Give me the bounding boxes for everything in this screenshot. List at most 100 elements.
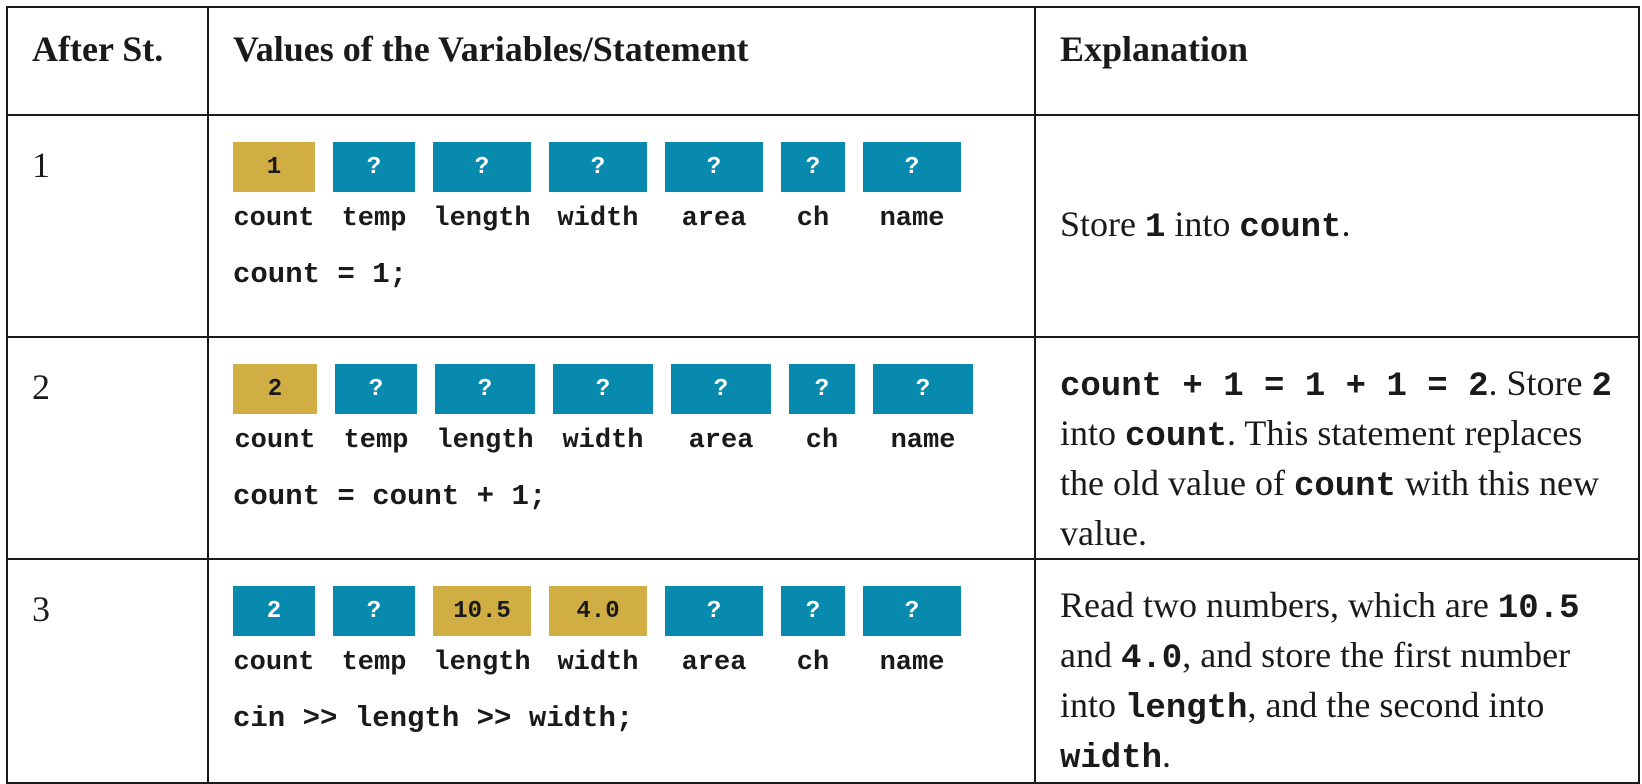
explanation-fragment: . — [1341, 204, 1351, 244]
header-explanation: Explanation — [1034, 6, 1640, 116]
header-after-step-label: After St. — [32, 29, 164, 69]
variable-value-box: ? — [553, 364, 653, 414]
explanation-content: Read two numbers, which are 10.5 and 4.0… — [1060, 582, 1618, 782]
explanation-fragment: . — [1162, 735, 1172, 775]
variable-name-label: name — [890, 426, 956, 456]
variable-value-box: 1 — [233, 142, 315, 192]
explanation-fragment: and — [1060, 635, 1121, 675]
explanation-fragment: . Store — [1488, 363, 1592, 403]
variable-name-label: ch — [796, 204, 830, 234]
explanation-fragment: , and the second into — [1247, 685, 1545, 725]
variable-length: ?length — [435, 364, 535, 456]
step-cell: 3 — [6, 558, 209, 784]
variable-name-label: length — [433, 204, 531, 234]
variable-value-box: ? — [433, 142, 531, 192]
variable-value-box: ? — [435, 364, 535, 414]
variable-name-label: name — [879, 648, 945, 678]
explanation-text: count + 1 = 1 + 1 = 2. Store 2 into coun… — [1036, 338, 1638, 556]
code-term: count — [1239, 209, 1342, 247]
step-number: 1 — [32, 145, 50, 185]
variable-value-box: ? — [335, 364, 417, 414]
step-number: 2 — [32, 367, 50, 407]
variable-name-label: temp — [341, 648, 407, 678]
code-term: 2 — [1591, 368, 1612, 406]
explanation-content: Store 1 into count. — [1060, 201, 1350, 251]
variable-trace-table: After St. Values of the Variables/Statem… — [6, 6, 1640, 784]
explanation-fragment: Read two numbers, which are — [1060, 585, 1498, 625]
explanation-fragment: into — [1060, 413, 1126, 453]
explanation-fragment: . This statement replaces the old value … — [1060, 413, 1583, 503]
variable-value-box: 10.5 — [433, 586, 531, 636]
variable-temp: ? temp — [333, 142, 415, 234]
variable-area: ? area — [671, 364, 771, 456]
code-term: count + 1 = 1 + 1 = 2 — [1060, 368, 1489, 406]
variable-name-label: name — [879, 204, 945, 234]
variable-name: ? name — [873, 364, 973, 456]
header-row: After St. Values of the Variables/Statem… — [6, 6, 1640, 116]
variable-ch: ?ch — [781, 586, 845, 678]
variable-name-label: area — [688, 426, 754, 456]
variable-name-label: count — [234, 426, 316, 456]
step-cell: 1 — [6, 114, 209, 338]
variable-value-box: ? — [789, 364, 855, 414]
variable-value-box: ? — [333, 142, 415, 192]
variable-temp: ? temp — [335, 364, 417, 456]
variable-value-box: ? — [665, 142, 763, 192]
header-explanation-label: Explanation — [1060, 29, 1249, 69]
step-number: 3 — [32, 589, 50, 629]
variable-name-label: temp — [341, 204, 407, 234]
variable-value-box: 4.0 — [549, 586, 647, 636]
variable-name: ? name — [863, 586, 961, 678]
variable-length: 10.5 length — [433, 586, 531, 678]
variable-name-label: length — [433, 648, 531, 678]
explanation-text: Read two numbers, which are 10.5 and 4.0… — [1036, 560, 1638, 782]
code-term: 4.0 — [1120, 640, 1183, 678]
statement: count = 1; — [233, 258, 408, 291]
explanation-text: Store 1 into count. — [1036, 116, 1638, 336]
variable-value-box: ? — [863, 142, 961, 192]
variable-value-box: ? — [549, 142, 647, 192]
variable-value-box: ? — [873, 364, 973, 414]
explanation-cell: Store 1 into count. — [1034, 114, 1640, 338]
explanation-cell: Read two numbers, which are 10.5 and 4.0… — [1034, 558, 1640, 784]
code-term: 1 — [1145, 209, 1166, 247]
variable-value-box: ? — [863, 586, 961, 636]
variable-temp: ? temp — [333, 586, 415, 678]
variable-width: 4.0 width — [549, 586, 647, 678]
variable-name-label: count — [233, 204, 315, 234]
code-term: count — [1125, 418, 1228, 456]
variable-name-label: ch — [805, 426, 839, 456]
explanation-fragment: into — [1165, 204, 1240, 244]
variable-ch: ? ch — [789, 364, 855, 456]
variable-value-box: ? — [333, 586, 415, 636]
variable-name-label: count — [233, 648, 315, 678]
header-values-label: Values of the Variables/Statement — [233, 29, 749, 69]
variable-count: 2 count — [233, 586, 315, 678]
explanation-cell: count + 1 = 1 + 1 = 2. Store 2 into coun… — [1034, 336, 1640, 560]
variable-boxes: 2 count? temp 10.5 length 4.0 width? area ?ch? na… — [233, 586, 1034, 678]
statement: cin >> length >> width; — [233, 702, 634, 735]
variable-value-box: ? — [665, 586, 763, 636]
variable-value-box: ? — [781, 142, 845, 192]
variable-name-label: width — [557, 204, 639, 234]
variable-width: ?width — [553, 364, 653, 456]
code-term: length — [1125, 690, 1248, 728]
variable-name-label: area — [681, 648, 747, 678]
variable-value-box: ? — [781, 586, 845, 636]
table-row: 3 2 count? temp 10.5 length 4.0 width? area ?ch?… — [6, 558, 1640, 784]
code-term: 10.5 — [1497, 590, 1580, 628]
explanation-fragment: with this new value. — [1060, 463, 1599, 553]
variable-width: ? width — [549, 142, 647, 234]
header-after-step: After St. — [6, 6, 209, 116]
variable-value-box: ? — [671, 364, 771, 414]
variable-value-box: 2 — [233, 586, 315, 636]
statement: count = count + 1; — [233, 480, 547, 513]
variable-name-label: temp — [343, 426, 409, 456]
variable-name-label: width — [557, 648, 639, 678]
